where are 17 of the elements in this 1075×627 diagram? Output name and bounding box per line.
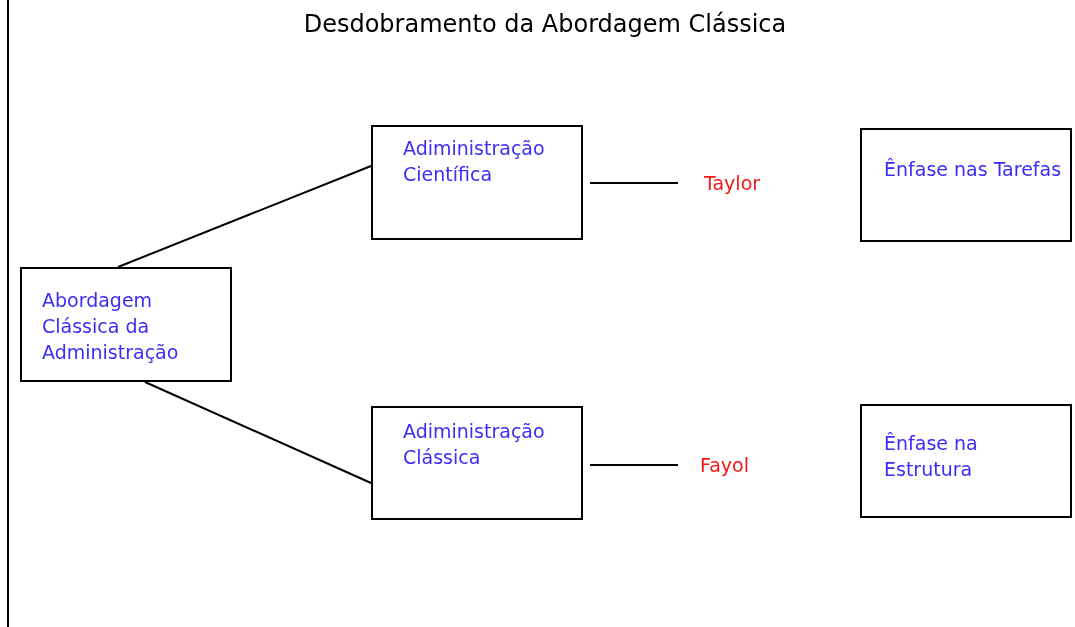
box-text: Ênfase nas Tarefas	[884, 157, 1063, 182]
diagram-title: Desdobramento da Abordagem Clássica	[302, 10, 788, 38]
connector-line	[589, 464, 679, 466]
person-label: Fayol	[678, 452, 788, 480]
process-box	[860, 404, 1072, 518]
box-text: Adiministração Clássica	[403, 419, 546, 470]
box-text: Adiministração Científica	[403, 136, 546, 187]
person-label: Taylor	[678, 170, 788, 198]
connector-line	[589, 182, 679, 184]
connector-line	[144, 381, 372, 484]
connector-line	[117, 165, 372, 268]
process-box	[860, 128, 1072, 242]
process-box	[20, 267, 232, 382]
process-box	[371, 125, 583, 240]
box-text: Abordagem Clássica da Administração	[42, 288, 180, 365]
box-text: Ênfase na Estrutura	[884, 431, 979, 482]
process-box	[371, 406, 583, 520]
